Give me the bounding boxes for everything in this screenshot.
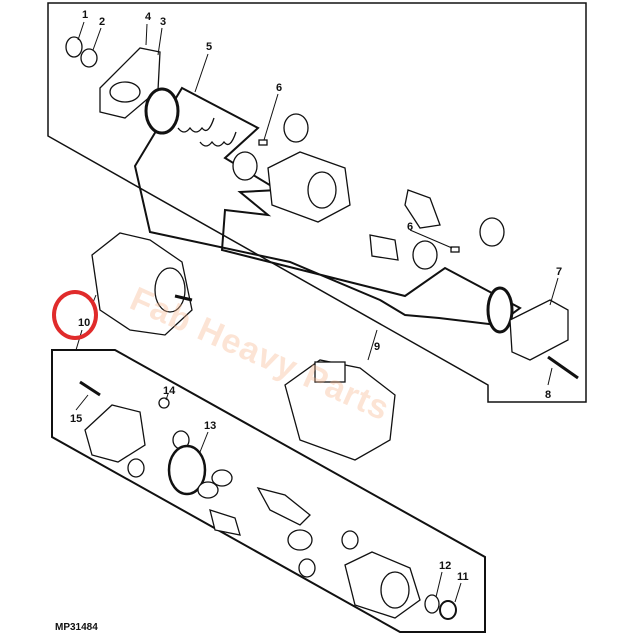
callout-13: 13 (204, 420, 217, 432)
callout-2: 2 (99, 16, 106, 28)
part-5-seal-u2 (199, 131, 237, 147)
part-12-shaft-seal (424, 594, 440, 614)
part-lower-driven-gear (209, 509, 241, 536)
lower-frame-outline (51, 349, 486, 633)
part-wear-plate-c (287, 529, 313, 551)
callout-5: 5 (206, 41, 213, 53)
part-lower-bushing-d (298, 558, 316, 578)
callout-1: 1 (82, 9, 89, 21)
part-6-key (258, 139, 268, 146)
upper-frame-outline (47, 2, 587, 403)
part-9-rear-pump (284, 359, 396, 461)
callout-11: 11 (457, 571, 469, 583)
part-2-bearing (80, 48, 98, 68)
part-5-o-ring (144, 87, 180, 135)
part-wear-plate-b (197, 481, 219, 499)
part-7-end-cover (509, 299, 569, 361)
callout-9: 9 (374, 341, 381, 353)
callout-7: 7 (556, 266, 563, 278)
callout-4: 4 (145, 11, 152, 23)
part-lower-front-cover (84, 404, 146, 463)
callout-14: 14 (163, 385, 176, 397)
part-bushing-a (283, 113, 309, 143)
callout-12: 12 (439, 560, 452, 572)
callout-8: 8 (545, 389, 552, 401)
part-13-seal-plate (167, 444, 207, 496)
part-11-snap-ring (439, 600, 457, 620)
callout-10: 10 (78, 317, 91, 329)
callout-15: 15 (70, 413, 83, 425)
part-lower-bushing-b (127, 458, 145, 478)
part-14-dowel (158, 397, 170, 409)
part-drive-gear (404, 189, 441, 229)
part-lower-bushing-c (341, 530, 359, 550)
part-1-seal-ring (65, 36, 83, 58)
part-lower-drive-shaft (256, 486, 311, 526)
highlight-circle (52, 290, 98, 340)
part-bushing-d (479, 217, 505, 247)
part-6-key-b (450, 246, 460, 253)
callout-6: 6 (407, 221, 414, 233)
part-5-seal-u1 (177, 117, 215, 133)
part-wear-plate-a (211, 469, 233, 487)
part-o-ring-right (486, 286, 514, 334)
part-driven-gear (369, 234, 399, 261)
part-8-cap-screw (547, 355, 579, 380)
figure-id-label: MP31484 (55, 622, 98, 633)
callout-3: 3 (160, 16, 167, 28)
part-15-cap-screw (79, 380, 101, 397)
part-bushing-b (232, 151, 258, 181)
callout-6: 6 (276, 82, 283, 94)
part-bushing-c (412, 240, 438, 270)
